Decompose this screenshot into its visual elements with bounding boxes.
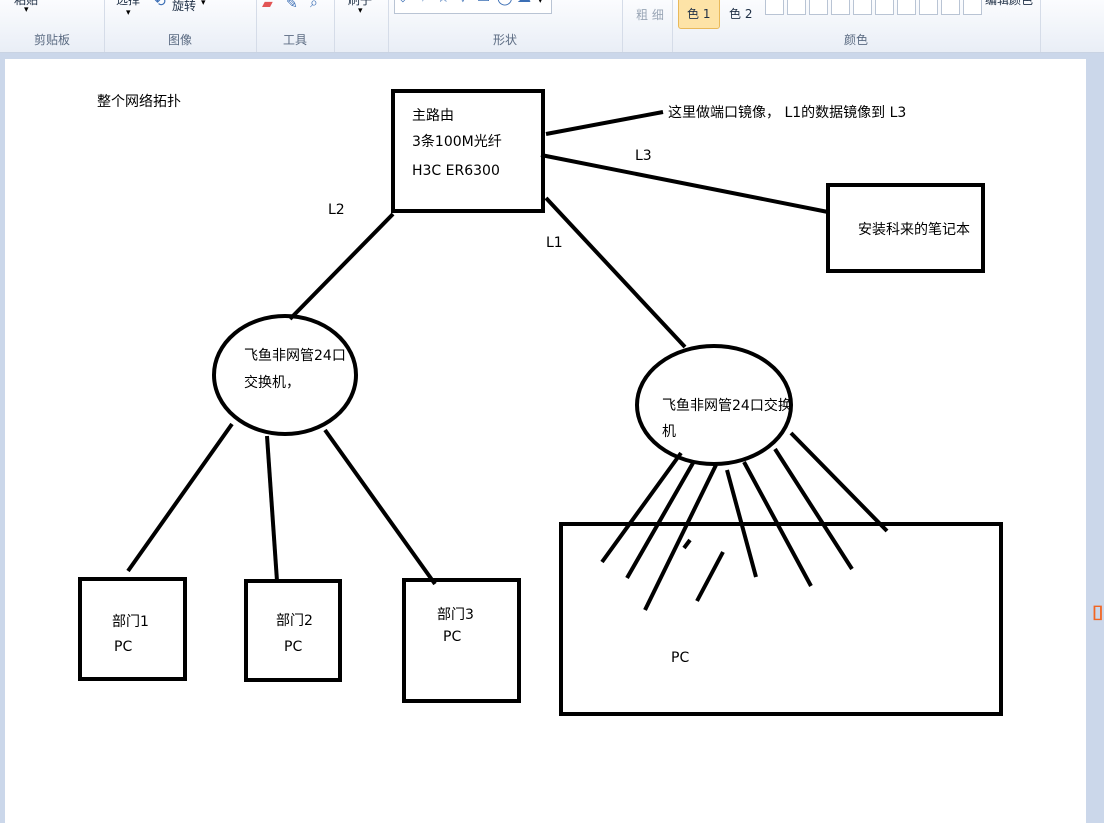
dept2-pc: PC bbox=[284, 639, 303, 655]
chevron-down-icon[interactable]: ▾ bbox=[201, 0, 206, 8]
switch-left-ellipse bbox=[212, 314, 358, 436]
switch-left-line2: 交换机， bbox=[244, 375, 300, 391]
color-swatch[interactable] bbox=[897, 0, 916, 15]
link-pc bbox=[682, 538, 692, 550]
laptop-box bbox=[826, 183, 985, 273]
chevron-down-icon[interactable]: ▾ bbox=[358, 6, 363, 16]
link-pc bbox=[600, 451, 683, 564]
canvas-workspace bbox=[0, 53, 1104, 823]
magnifier-icon[interactable]: ⌕ bbox=[310, 0, 318, 11]
color-swatch[interactable] bbox=[919, 0, 938, 15]
eraser-icon[interactable]: ▰ bbox=[262, 0, 273, 12]
router-box bbox=[391, 89, 545, 213]
color-picker-icon[interactable]: ✎ bbox=[286, 0, 298, 12]
mirror-note: 这里做端口镜像， L1的数据镜像到 L3 bbox=[668, 105, 907, 121]
paste-button[interactable]: 粘贴 bbox=[14, 0, 39, 7]
floating-widget-icon[interactable]: ⌷ bbox=[1092, 601, 1104, 625]
dept3-box bbox=[402, 578, 521, 703]
link-dept1 bbox=[126, 422, 234, 573]
link-pc bbox=[773, 447, 854, 571]
brushes-group: 刷子 ▾ bbox=[334, 0, 389, 52]
l1-line bbox=[544, 196, 687, 349]
rotate-icon[interactable]: ⟲ bbox=[154, 0, 166, 10]
brushes-button[interactable]: 刷子 bbox=[348, 0, 373, 7]
color-swatch[interactable] bbox=[765, 0, 784, 15]
dept1-name: 部门1 bbox=[112, 614, 149, 630]
callout-rect-icon[interactable]: ▭ bbox=[477, 0, 492, 6]
rotate-button[interactable]: 旋转 bbox=[172, 0, 197, 13]
l3-label: L3 bbox=[635, 148, 652, 164]
star4-shape-icon[interactable]: ✧ bbox=[417, 0, 432, 6]
switch-right-ellipse bbox=[635, 344, 793, 466]
color-swatch[interactable] bbox=[787, 0, 806, 15]
arrow-shape-icon[interactable]: ⇩ bbox=[397, 0, 412, 6]
dept3-pc: PC bbox=[443, 629, 462, 645]
link-dept2 bbox=[265, 435, 279, 582]
dept2-box bbox=[244, 579, 342, 682]
dept1-box bbox=[78, 577, 187, 681]
link-pc bbox=[625, 462, 695, 579]
size-group: 粗 细 bbox=[622, 0, 673, 52]
chevron-down-icon[interactable]: ▾ bbox=[538, 0, 543, 6]
color-swatch[interactable] bbox=[831, 0, 850, 15]
dept1-pc: PC bbox=[114, 639, 133, 655]
tools-group-label: 工具 bbox=[282, 33, 307, 47]
mirror-note-line bbox=[545, 110, 664, 136]
colors-group-label: 颜色 bbox=[843, 33, 868, 47]
link-pc bbox=[695, 551, 725, 602]
router-model: H3C ER6300 bbox=[412, 163, 500, 179]
chevron-down-icon[interactable]: ▾ bbox=[126, 8, 131, 18]
dept2-name: 部门2 bbox=[276, 613, 313, 629]
pc-group-label: PC bbox=[671, 650, 690, 666]
l1-label: L1 bbox=[546, 235, 563, 251]
callout-oval-icon[interactable]: ◯ bbox=[497, 0, 513, 6]
ribbon-toolbar: 粘贴 ▾ 剪贴板 选择 ▾ ⟲ 旋转 ▾ 图像 ▰ ✎ ⌕ 工具 刷子 ▾ ⇩ … bbox=[0, 0, 1104, 53]
clipboard-group-label: 剪贴板 bbox=[33, 33, 70, 47]
tools-group: ▰ ✎ ⌕ 工具 bbox=[256, 0, 335, 52]
color-swatch[interactable] bbox=[875, 0, 894, 15]
color-swatch[interactable] bbox=[941, 0, 960, 15]
diagram-title: 整个网络拓扑 bbox=[97, 94, 181, 110]
router-name: 主路由 bbox=[412, 108, 454, 124]
shapes-group: ⇩ ✧ ☆ ✡ ▭ ◯ ☁ ▾ 形状 bbox=[388, 0, 623, 52]
switch-left-line1: 飞鱼非网管24口 bbox=[244, 348, 346, 364]
star5-shape-icon[interactable]: ☆ bbox=[437, 0, 452, 6]
laptop-label: 安装科来的笔记本 bbox=[858, 222, 970, 238]
link-pc bbox=[643, 464, 718, 611]
size-button[interactable]: 粗 细 bbox=[636, 8, 664, 22]
image-group-label: 图像 bbox=[167, 33, 192, 47]
link-pc bbox=[742, 461, 813, 587]
color-swatch[interactable] bbox=[853, 0, 872, 15]
color1-button[interactable] bbox=[678, 0, 720, 29]
l2-label: L2 bbox=[328, 202, 345, 218]
link-pc bbox=[725, 469, 758, 578]
shapes-group-label: 形状 bbox=[492, 33, 517, 47]
l2-line bbox=[288, 212, 395, 321]
l3-line bbox=[540, 153, 829, 214]
edit-colors-button[interactable]: 编辑颜色 bbox=[985, 0, 1034, 7]
image-group: 选择 ▾ ⟲ 旋转 ▾ 图像 bbox=[104, 0, 257, 52]
callout-cloud-icon[interactable]: ☁ bbox=[517, 0, 532, 6]
link-pc bbox=[789, 431, 889, 533]
chevron-down-icon[interactable]: ▾ bbox=[24, 5, 29, 15]
color-swatch[interactable] bbox=[963, 0, 982, 15]
switch-right-line1: 飞鱼非网管24口交换 bbox=[662, 398, 792, 414]
shapes-gallery[interactable]: ⇩ ✧ ☆ ✡ ▭ ◯ ☁ bbox=[394, 0, 552, 14]
star6-shape-icon[interactable]: ✡ bbox=[457, 0, 472, 6]
color2-label[interactable]: 色 2 bbox=[729, 7, 753, 21]
pc-group-box bbox=[559, 522, 1003, 716]
link-dept3 bbox=[323, 428, 437, 586]
dept3-name: 部门3 bbox=[437, 607, 474, 623]
select-button[interactable]: 选择 bbox=[116, 0, 141, 7]
switch-right-line2: 机 bbox=[662, 424, 676, 440]
colors-group: 色 1 色 2 编辑颜色 颜色 bbox=[672, 0, 1041, 52]
router-fiber: 3条100M光纤 bbox=[412, 134, 502, 150]
clipboard-group: 粘贴 ▾ 剪贴板 bbox=[0, 0, 105, 52]
color-swatch[interactable] bbox=[809, 0, 828, 15]
color1-label: 色 1 bbox=[687, 7, 711, 21]
